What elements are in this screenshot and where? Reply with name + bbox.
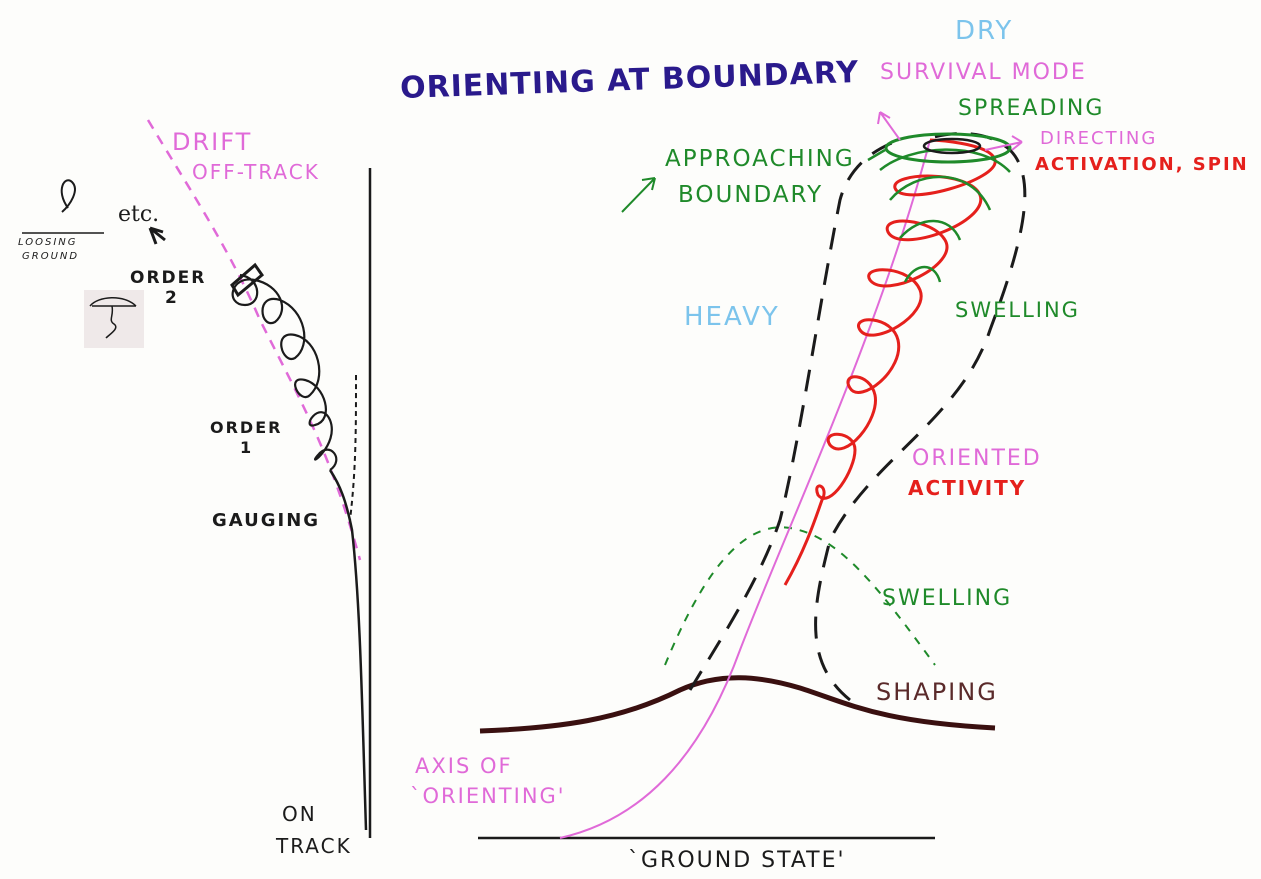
label-approaching: APPROACHING	[665, 148, 855, 171]
label-etc: etc.	[118, 204, 159, 226]
etc-arrow	[150, 228, 165, 244]
loop-symbol	[62, 180, 75, 212]
label-heavy: HEAVY	[684, 304, 780, 330]
axis-of-orienting	[560, 140, 930, 838]
label-drift: DRIFT	[172, 130, 252, 154]
inset-sketch	[84, 290, 144, 348]
label-order-2-num: 2	[165, 290, 179, 307]
survival-arrow-left	[878, 112, 900, 140]
label-spreading: SPREADING	[958, 98, 1104, 120]
label-axis-line2: `ORIENTING'	[410, 786, 566, 807]
label-directing: DIRECTING	[1040, 130, 1157, 148]
drift-curve	[148, 120, 360, 560]
label-order-1: ORDER	[210, 420, 282, 436]
label-ground-state: `GROUND STATE'	[628, 850, 846, 872]
label-gauging: GAUGING	[212, 512, 320, 530]
label-shaping: SHAPING	[876, 680, 998, 704]
label-dry: DRY	[955, 18, 1013, 44]
label-survival-mode: SURVIVAL MODE	[880, 62, 1087, 84]
label-ground: GROUND	[22, 252, 79, 262]
approaching-arrow	[622, 178, 655, 212]
label-order-1-num: 1	[240, 440, 253, 456]
label-activity: ACTIVITY	[908, 478, 1026, 498]
cone-right	[816, 134, 1025, 700]
label-swelling-upper: SWELLING	[955, 300, 1080, 321]
label-on: ON	[282, 804, 317, 824]
label-boundary: BOUNDARY	[678, 184, 823, 207]
track-dashes	[350, 375, 356, 520]
gauging-curve	[330, 470, 366, 830]
label-oriented: ORIENTED	[912, 448, 1042, 470]
label-axis-line1: AXIS OF	[415, 756, 513, 777]
label-order-2: ORDER	[130, 270, 206, 287]
label-off-track: OFF-TRACK	[192, 162, 320, 182]
label-track: TRACK	[276, 836, 352, 856]
label-loosing: LOOSING	[18, 238, 78, 248]
label-activation-spin: ACTIVATION, SPIN	[1035, 156, 1249, 174]
cone-left	[690, 140, 900, 690]
label-swelling-lower: SWELLING	[882, 588, 1012, 610]
